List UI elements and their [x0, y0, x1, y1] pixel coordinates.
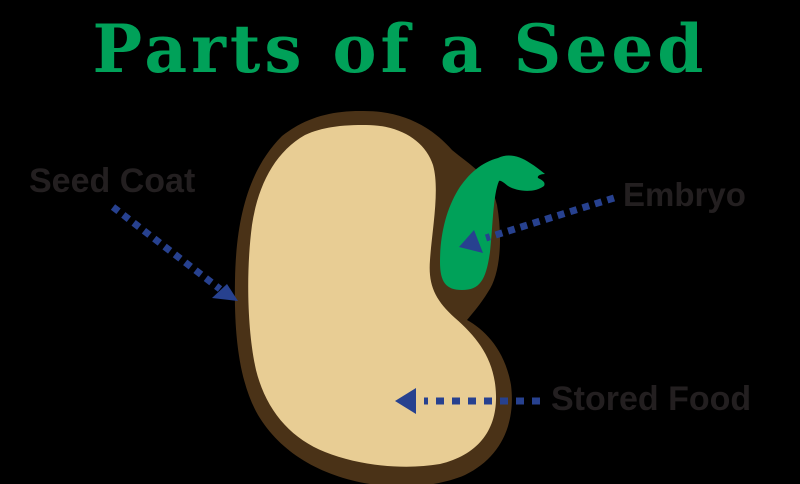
embryo-shape	[440, 155, 545, 290]
embryo-arrow	[459, 194, 616, 253]
diagram-title: Parts of a Seed	[92, 10, 708, 88]
stored-food-shape	[248, 124, 497, 467]
seed-coat-arrow	[110, 204, 238, 301]
label-seed-coat: Seed Coat	[29, 162, 196, 200]
stored-food-arrow	[395, 388, 540, 414]
label-stored-food: Stored Food	[551, 380, 752, 418]
label-embryo: Embryo	[623, 176, 746, 213]
